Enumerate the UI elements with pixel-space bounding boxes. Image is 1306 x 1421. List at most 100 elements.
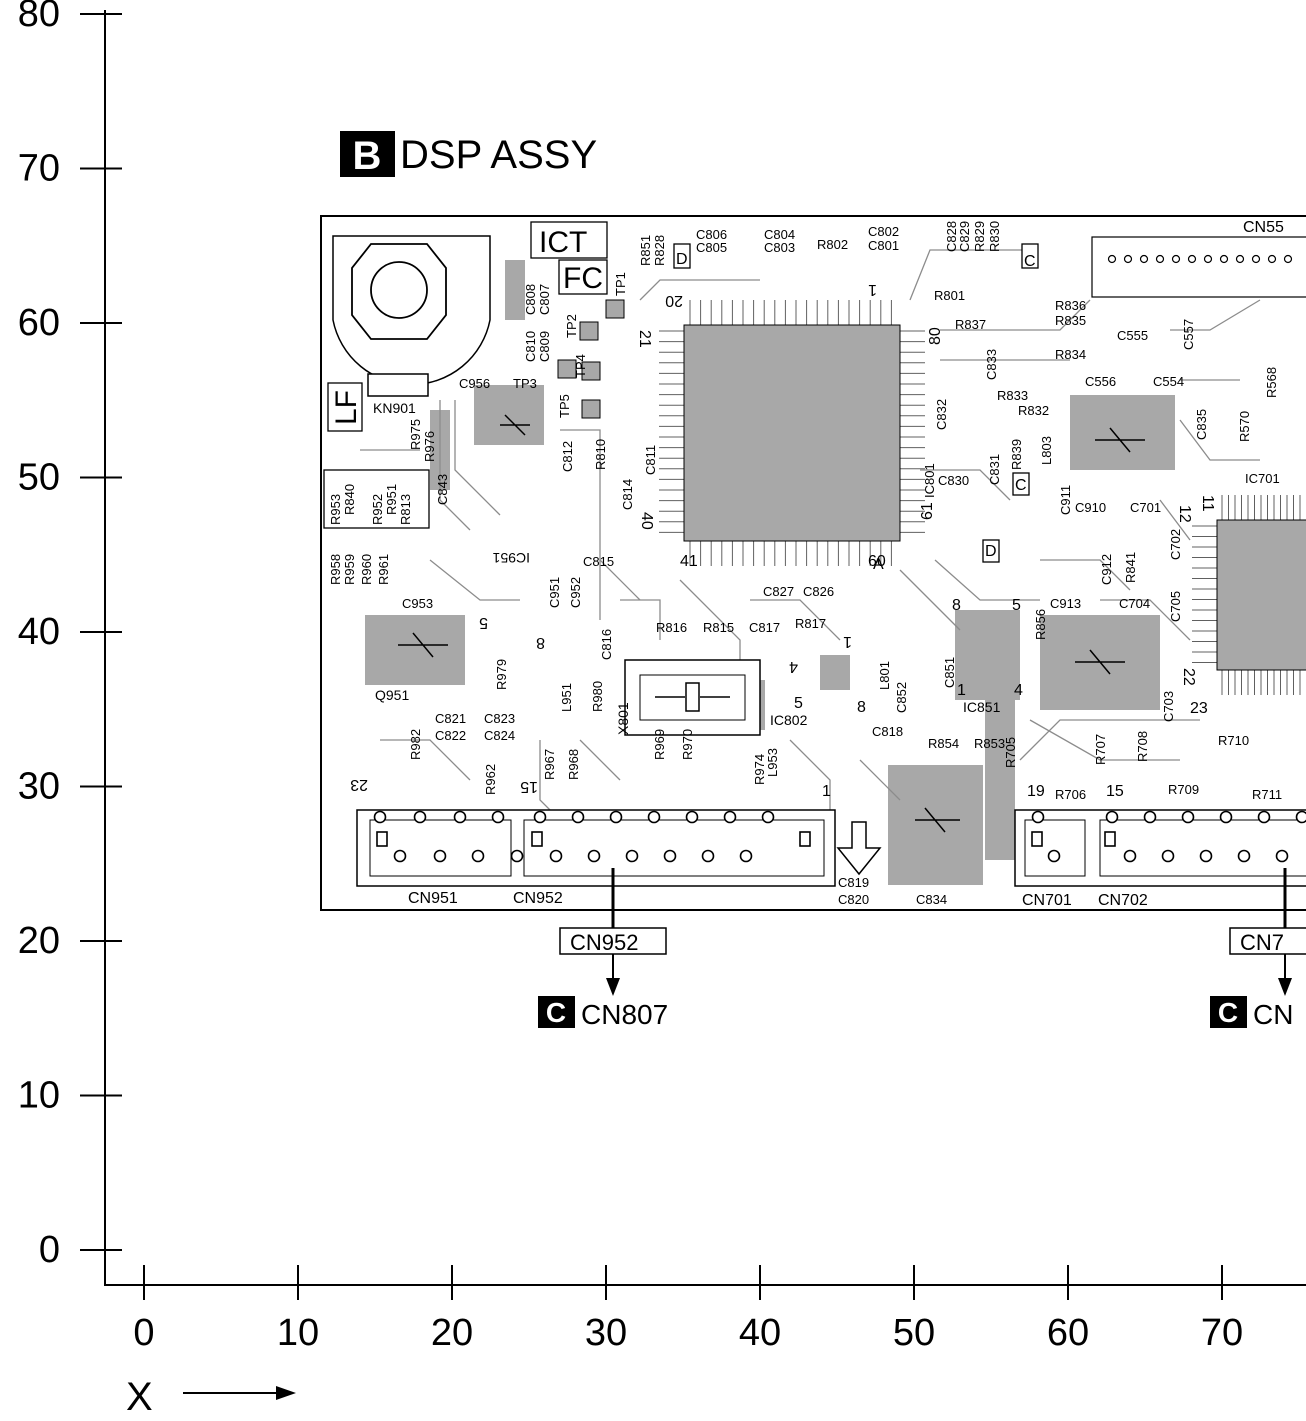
pin-label: A [873,556,884,573]
component-label: R962 [483,764,498,795]
component-label: L801 [877,661,892,690]
component-label: R816 [656,620,687,635]
component-label: R817 [795,616,826,631]
x-tick-label: 30 [585,1312,627,1354]
pin-label: 5 [1012,597,1021,614]
component-label: C913 [1050,596,1081,611]
x-axis-label: X [126,1375,153,1416]
callout-right-box-label: CN7 [1240,930,1284,955]
component-label: R840 [342,484,357,515]
pin-label: 1 [957,682,966,699]
component-label: C554 [1153,374,1184,389]
y-tick-label: 70 [18,148,60,190]
component-label: R959 [342,554,357,585]
component-label: R830 [987,221,1002,252]
component-label: C705 [1168,591,1183,622]
component-label: C801 [868,238,899,253]
x-direction-arrow-icon [183,1386,296,1400]
component-label: TP3 [513,376,537,391]
component-label: R711 [1252,787,1282,802]
component-label: R970 [680,729,695,760]
pin-label: D [985,543,997,560]
arrow-down-icon [606,978,620,996]
component-label: C701 [1130,500,1161,515]
component-label: C831 [987,454,1002,485]
component-label: C803 [764,240,795,255]
component-label: R856 [1033,609,1048,640]
component-label: C951 [547,577,562,608]
ict-label: ICT [539,226,587,259]
component-label: C912 [1099,554,1114,585]
component-label: C834 [916,892,947,907]
component-label: L951 [559,683,574,712]
pin-label: C [1015,477,1027,494]
cn951-label: CN951 [408,890,458,907]
component-label: R854 [928,736,959,751]
cn701-label: CN701 [1022,892,1072,909]
pin-label: 5 [794,695,803,712]
component-label: R952 [370,494,385,525]
x-tick-label: 20 [431,1312,473,1354]
x-tick-label: 10 [277,1312,319,1354]
assembly-marker: B [353,134,382,178]
component-label: R835 [1055,313,1086,328]
pin-label: 5 [479,614,488,631]
ic701-label: IC701 [1245,471,1280,486]
x-tick-label: 50 [893,1312,935,1354]
crystal-x801 [625,660,760,735]
cn702-label: CN702 [1098,892,1148,909]
x-tick-label: 40 [739,1312,781,1354]
component-label: R707 [1093,734,1108,765]
y-tick-label: 20 [18,920,60,962]
component-label: TP2 [564,314,579,338]
component-label: C702 [1168,529,1183,560]
component-label: C819 [838,875,869,890]
component-label: C812 [560,441,575,472]
component-label: R832 [1018,403,1049,418]
callout-left-target: CN807 [581,999,668,1030]
component-label: R951 [384,484,399,515]
component-label: R953 [328,494,343,525]
ic851-label: IC851 [963,699,1001,715]
pin-label: D [676,251,688,268]
ic802-label: IC802 [770,712,808,728]
component-label: C852 [894,682,909,713]
component-label: C952 [568,577,583,608]
arrow-down-icon [1278,978,1292,996]
component-label: C956 [459,376,490,391]
cn952-label: CN952 [513,890,563,907]
pin-label: 12 [1176,505,1193,523]
pcb-board: ICT FC LF KN901 Q951 IC802 IC851 IC701 I… [321,216,1306,910]
component-label: C851 [942,657,957,688]
y-tick-label: 80 [18,0,60,35]
component-label: R801 [934,288,965,303]
component-label: R836 [1055,298,1086,313]
pin-label: 23 [350,776,368,793]
assembly-title: B DSP ASSY [340,131,597,178]
pin-label: C [1024,253,1036,270]
callout-right-marker: C [1218,997,1238,1028]
fc-label: FC [563,262,603,295]
y-tick-label: 60 [18,302,60,344]
callout-right-target: CN [1253,999,1293,1030]
component-label: R975 [408,419,423,450]
pin-label: 4 [1014,682,1023,699]
pin-label: 41 [680,553,698,570]
pin-label: 40 [638,512,655,530]
y-tick-label: 0 [39,1229,60,1271]
q951-label: Q951 [375,687,409,703]
pin-label: 8 [857,699,866,716]
component-label: C817 [749,620,780,635]
component-label: C829 [957,221,972,252]
component-label: R833 [997,388,1028,403]
y-tick-label: 10 [18,1075,60,1117]
pin-label: 80 [927,327,944,345]
pin-label: 21 [636,330,653,348]
component-label: C811 [643,445,658,475]
component-label: R708 [1135,731,1150,762]
pin-label: 20 [665,292,683,309]
component-label: R968 [566,749,581,780]
